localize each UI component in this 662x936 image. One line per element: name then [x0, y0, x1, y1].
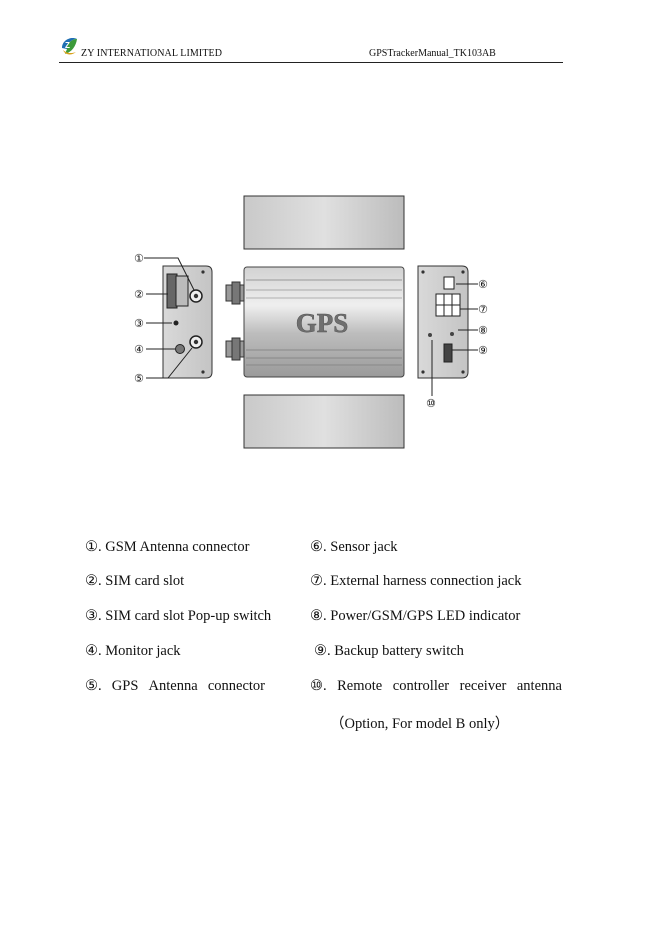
legend-number: ⑨	[314, 643, 327, 659]
bottom-cover	[243, 394, 405, 449]
legend-number: ⑩	[310, 678, 323, 694]
callout-8: ⑧	[478, 324, 488, 337]
legend-word: GPS	[111, 678, 139, 694]
legend-word: receiver	[459, 678, 507, 694]
legend-note-model-b: （Option, For model B only）	[330, 716, 510, 732]
device-body: GPS	[243, 266, 405, 378]
legend-text: . Backup battery switch	[327, 643, 464, 659]
legend-number: ⑤	[85, 678, 98, 694]
legend-word: connector	[207, 678, 265, 694]
callout-6: ⑥	[478, 278, 488, 291]
callout-numbers: ① ② ③ ④ ⑤ ⑥ ⑦ ⑧ ⑨ ⑩	[134, 252, 488, 410]
callout-9: ⑨	[478, 344, 488, 357]
legend-text: . Monitor jack	[98, 643, 181, 659]
legend-number-and-dot: ⑩.	[310, 678, 327, 695]
legend-item-sim-popup-switch: ③. SIM card slot Pop-up switch	[85, 608, 271, 625]
callout-5: ⑤	[134, 372, 144, 385]
legend-text: . SIM card slot	[98, 573, 185, 589]
callout-1: ①	[134, 252, 144, 265]
legend-item-led-indicator: ⑧. Power/GSM/GPS LED indicator	[310, 608, 520, 625]
legend-word: Remote	[337, 678, 383, 694]
legend-text: . Sensor jack	[323, 539, 398, 555]
legend-item-harness-jack: ⑦. External harness connection jack	[310, 573, 522, 590]
callout-2: ②	[134, 288, 144, 301]
rear-panel	[417, 265, 469, 379]
company-logo-icon: Z	[62, 38, 77, 55]
callout-10: ⑩	[426, 397, 436, 410]
legend-word: antenna	[516, 678, 562, 694]
page-header: Z ZY INTERNATIONAL LIMITED GPSTrackerMan…	[59, 34, 563, 63]
callout-3: ③	[134, 317, 144, 330]
front-panel	[162, 265, 213, 379]
legend-text: . GSM Antenna connector	[98, 539, 250, 555]
legend-dot: .	[323, 678, 327, 694]
legend-number-and-dot: ⑤.	[85, 678, 102, 695]
callout-7: ⑦	[478, 303, 488, 316]
legend-item-gps-antenna: ⑤. GPS Antenna connector	[85, 678, 265, 695]
legend-word: Antenna	[148, 678, 198, 694]
legend-number: ③	[85, 608, 98, 624]
legend-item-battery-switch: ⑨. Backup battery switch	[314, 643, 464, 660]
svg-text:Z: Z	[65, 41, 70, 50]
legend-number: ②	[85, 573, 98, 589]
company-name: ZY INTERNATIONAL LIMITED	[81, 48, 223, 59]
legend-number: ⑦	[310, 573, 323, 589]
antenna-connectors	[225, 281, 245, 361]
callout-lines	[144, 257, 478, 396]
legend-text: . Power/GSM/GPS LED indicator	[323, 608, 521, 624]
device-diagram: GPS	[134, 195, 488, 449]
legend-word: controller	[392, 678, 450, 694]
legend-number: ④	[85, 643, 98, 659]
legend-item-sim-slot: ②. SIM card slot	[85, 573, 184, 590]
callout-4: ④	[134, 343, 144, 356]
legend-dot: .	[98, 678, 102, 694]
legend-number: ⑥	[310, 539, 323, 555]
legend-number: ①	[85, 539, 98, 555]
legend-item-monitor-jack: ④. Monitor jack	[85, 643, 181, 660]
document-title: GPSTrackerManual_TK103AB	[369, 48, 496, 59]
device-gps-label: GPS	[296, 308, 349, 338]
top-cover	[243, 195, 405, 250]
legend-text: . SIM card slot Pop-up switch	[98, 608, 272, 624]
legend-number: ⑧	[310, 608, 323, 624]
legend-item-sensor-jack: ⑥. Sensor jack	[310, 539, 398, 556]
legend-item-remote-antenna: ⑩. Remote controller receiver antenna	[310, 678, 562, 695]
legend-item-gsm-antenna: ①. GSM Antenna connector	[85, 539, 249, 556]
legend-text: . External harness connection jack	[323, 573, 522, 589]
